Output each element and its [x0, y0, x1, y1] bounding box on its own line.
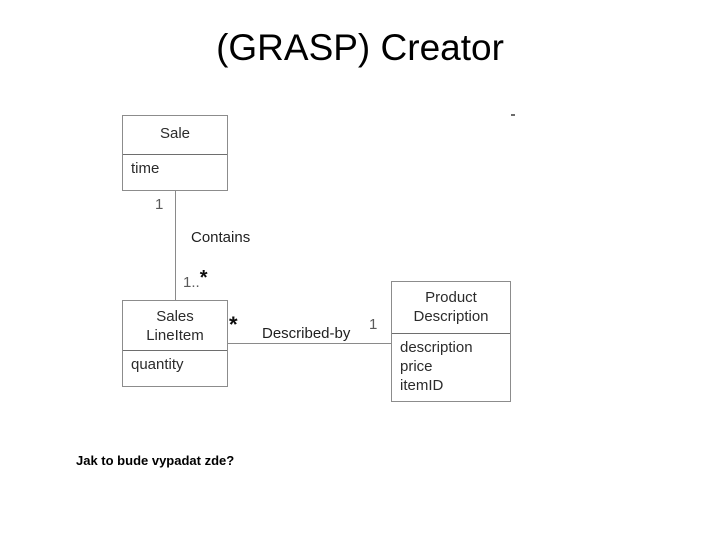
- page-title: (GRASP) Creator: [216, 27, 504, 68]
- multiplicity-label-lineitem-end: 1..*: [183, 267, 208, 292]
- association-line-described-by: [228, 343, 392, 344]
- multiplicity-label-sale-end: 1: [155, 196, 164, 213]
- multiplicity-label-described-by-right: 1: [369, 316, 378, 333]
- uml-attribute: price: [400, 358, 433, 375]
- multiplicity-text: 1..: [183, 274, 200, 291]
- uml-attribute: quantity: [131, 356, 184, 373]
- association-label-described-by: Described-by: [262, 325, 351, 342]
- uml-attribute: description: [400, 339, 473, 356]
- uml-class-name-product-description: Product Description: [392, 282, 510, 334]
- uml-class-attributes-product-description: description price itemID: [392, 334, 510, 399]
- uml-attribute: itemID: [400, 377, 444, 394]
- uml-class-name-sale: Sale: [123, 116, 227, 155]
- association-label-contains: Contains: [191, 229, 251, 246]
- multiplicity-star: *: [199, 267, 208, 289]
- bottom-note-text: Jak to bude vypadat zde?: [76, 453, 235, 468]
- uml-class-name-line: Product: [425, 289, 477, 306]
- uml-class-name-sales-lineitem: Sales LineItem: [123, 301, 227, 351]
- artifact-dot: [511, 114, 515, 116]
- uml-class-sales-lineitem[interactable]: Sales LineItem quantity: [122, 300, 228, 387]
- uml-class-product-description[interactable]: Product Description description price it…: [391, 281, 511, 402]
- uml-class-name-line: Sales: [156, 308, 194, 325]
- uml-class-sale[interactable]: Sale time: [122, 115, 228, 191]
- uml-class-attributes-sale: time: [123, 155, 227, 182]
- multiplicity-label-described-by-left: *: [229, 312, 238, 337]
- uml-attribute: time: [131, 160, 160, 177]
- uml-class-name-line: LineItem: [146, 327, 204, 344]
- uml-class-attributes-sales-lineitem: quantity: [123, 351, 227, 378]
- association-line-contains: [175, 191, 176, 301]
- uml-class-name-line: Description: [413, 308, 489, 325]
